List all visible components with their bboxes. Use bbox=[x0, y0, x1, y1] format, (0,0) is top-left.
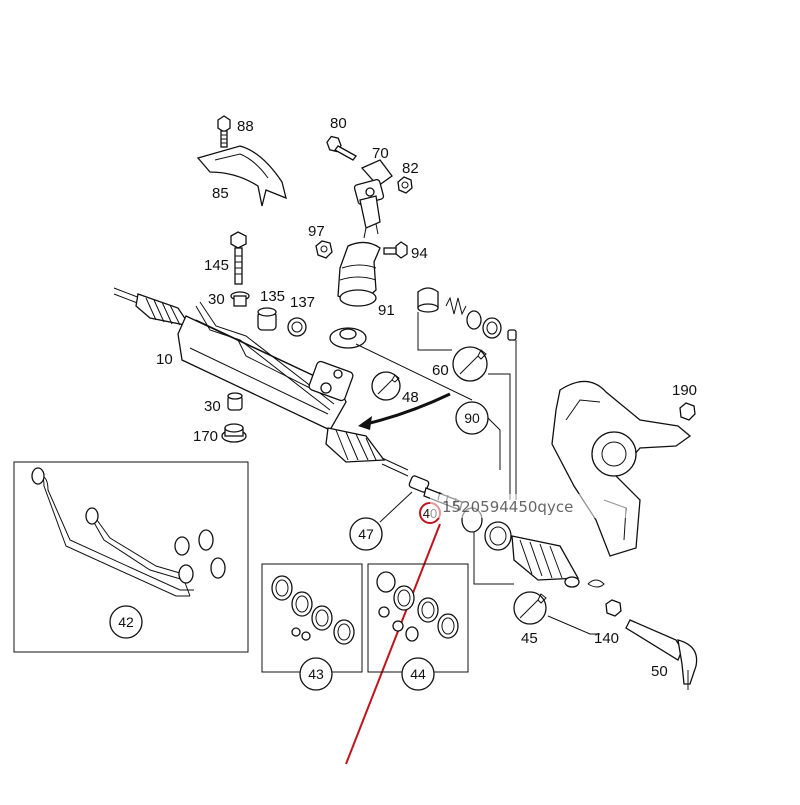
cover-85 bbox=[196, 145, 287, 207]
spring bbox=[445, 296, 467, 316]
bolt-88 bbox=[217, 115, 231, 148]
o-ring-137 bbox=[287, 317, 307, 337]
callout-47: 47 bbox=[349, 517, 383, 551]
label-47: 47 bbox=[358, 526, 374, 542]
label-44: 44 bbox=[410, 666, 426, 682]
universal-joint-70 bbox=[353, 159, 393, 239]
assembly-arrowhead bbox=[358, 416, 372, 430]
watermark-text: 1520594450qyce bbox=[442, 498, 573, 516]
label-91: 91 bbox=[378, 302, 395, 319]
label-80: 80 bbox=[330, 115, 347, 132]
boot-45 bbox=[511, 535, 580, 588]
clip-140 bbox=[587, 579, 622, 617]
wrench-icon-45 bbox=[513, 591, 547, 625]
label-140: 140 bbox=[594, 630, 619, 647]
label-190: 190 bbox=[672, 382, 697, 399]
label-45: 45 bbox=[521, 630, 538, 647]
watermark-band bbox=[430, 494, 626, 518]
highlight-pointer-line bbox=[345, 523, 441, 765]
label-137: 137 bbox=[290, 294, 315, 311]
pinion-cover bbox=[329, 327, 367, 349]
label-170: 170 bbox=[193, 428, 218, 445]
seal-kit-box-43 bbox=[261, 563, 363, 673]
label-85: 85 bbox=[212, 185, 229, 202]
boot-91 bbox=[337, 241, 381, 307]
small-plug bbox=[507, 329, 517, 341]
label-60: 60 bbox=[432, 362, 449, 379]
plug-cap bbox=[417, 287, 439, 313]
steering-rack-10 bbox=[113, 287, 409, 477]
clamp-rings bbox=[461, 507, 512, 551]
bolt-145 bbox=[230, 231, 247, 285]
pipe-kit-box-42 bbox=[13, 461, 249, 653]
nut-190 bbox=[679, 402, 696, 421]
assembly-arrow bbox=[365, 392, 451, 426]
label-97: 97 bbox=[308, 223, 325, 240]
callout-43: 43 bbox=[299, 657, 333, 691]
steering-knuckle bbox=[551, 380, 692, 557]
bushing-170 bbox=[221, 423, 247, 443]
bolt-94 bbox=[383, 241, 408, 259]
label-10: 10 bbox=[156, 351, 173, 368]
label-50: 50 bbox=[651, 663, 668, 680]
callout-90: 90 bbox=[455, 401, 489, 435]
label-88: 88 bbox=[237, 118, 254, 135]
label-90: 90 bbox=[464, 410, 480, 426]
label-30-top: 30 bbox=[208, 291, 225, 308]
callout-44: 44 bbox=[401, 657, 435, 691]
label-48: 48 bbox=[402, 389, 419, 406]
label-43: 43 bbox=[308, 666, 324, 682]
nut-82 bbox=[397, 176, 413, 194]
label-30-bottom: 30 bbox=[204, 398, 221, 415]
bushing-30-top bbox=[230, 291, 250, 307]
label-42: 42 bbox=[118, 614, 134, 630]
bushing-135 bbox=[257, 307, 277, 331]
label-70: 70 bbox=[372, 145, 389, 162]
label-94: 94 bbox=[411, 245, 428, 262]
wrench-icon-60 bbox=[452, 346, 488, 382]
seal-kit-box-44 bbox=[367, 563, 469, 673]
bolt-80 bbox=[326, 135, 357, 161]
nut-97 bbox=[315, 240, 333, 259]
label-145: 145 bbox=[204, 257, 229, 274]
tie-rod-end-50 bbox=[625, 619, 698, 690]
wrench-icon bbox=[371, 371, 401, 401]
callout-42: 42 bbox=[109, 605, 143, 639]
bushing-30-bottom bbox=[227, 392, 243, 411]
washer-pair bbox=[466, 310, 502, 339]
label-135: 135 bbox=[260, 288, 285, 305]
label-82: 82 bbox=[402, 160, 419, 177]
